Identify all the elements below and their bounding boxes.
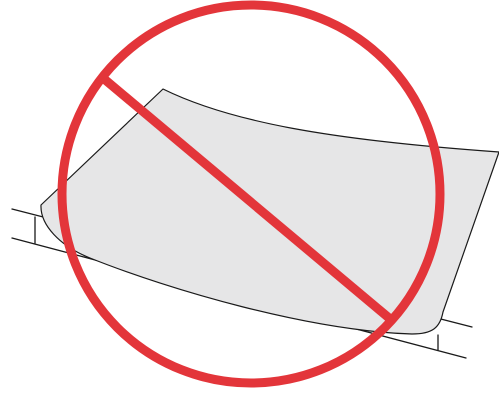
curled-paper-warning-illustration bbox=[0, 0, 499, 394]
diagram-canvas bbox=[0, 0, 499, 394]
